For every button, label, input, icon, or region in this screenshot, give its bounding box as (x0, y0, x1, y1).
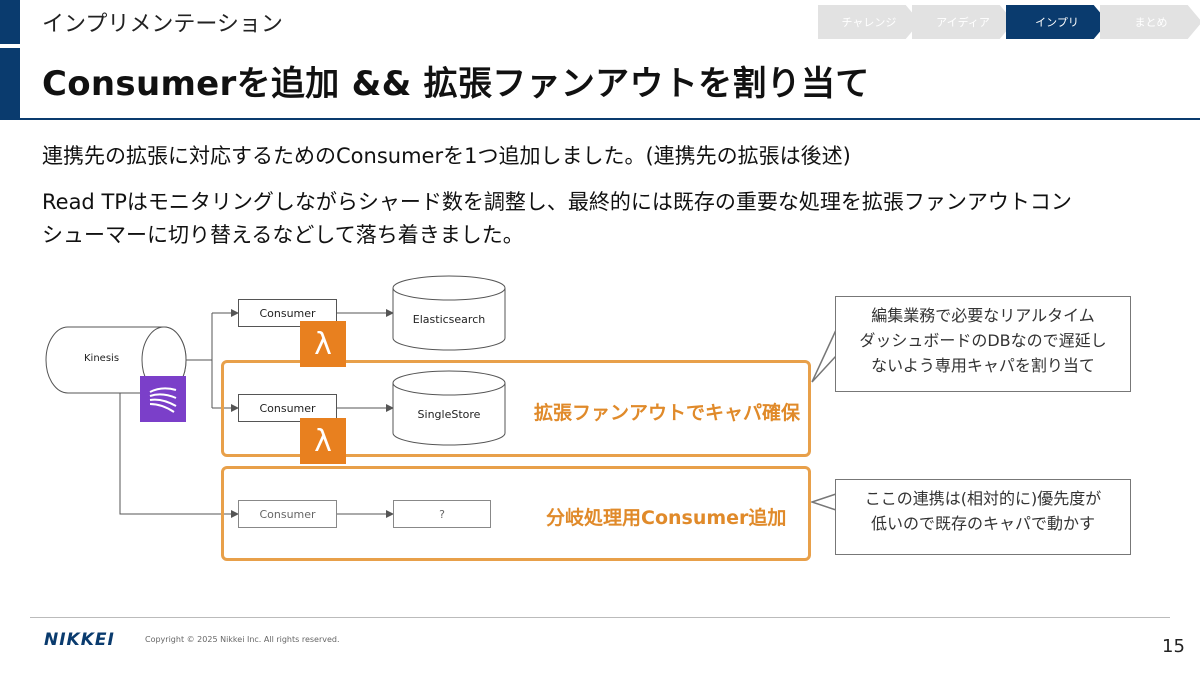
consumer-box-2: Consumer (238, 394, 337, 422)
step-implementation[interactable]: インプリ (1006, 5, 1108, 39)
consumer-box-3: Consumer (238, 500, 337, 528)
callout-realtime-dashboard: 編集業務で必要なリアルタイム ダッシュボードのDBなので遅延し ないよう専用キャ… (835, 296, 1131, 392)
aws-kinesis-icon (140, 376, 186, 422)
header-accent-bar-top (0, 0, 20, 44)
aws-lambda-icon-2: λ (300, 418, 346, 464)
arrow-to-consumer-3 (119, 392, 239, 518)
callout-1-line-3: ないよう専用キャパを割り当て (871, 356, 1095, 375)
callout-2-line-2: 低いので既存のキャパで動かす (870, 514, 1095, 533)
copyright-text: Copyright © 2025 Nikkei Inc. All rights … (145, 635, 340, 644)
footer-divider (30, 617, 1170, 618)
callout-low-priority: ここの連携は(相対的に)優先度が 低いので既存のキャパで動かす (835, 479, 1131, 555)
body-line-2a: Read TPはモニタリングしながらシャード数を調整し、最終的には既存の重要な処… (42, 190, 1072, 214)
body-line-2b: シューマーに切り替えるなどして落ち着きました。 (42, 223, 524, 247)
kinesis-label: Kinesis (84, 353, 120, 364)
header-accent-bar-bottom (0, 48, 20, 118)
page-title: Consumerを追加 && 拡張ファンアウトを割り当て (42, 64, 870, 104)
callout-1-line-1: 編集業務で必要なリアルタイム (871, 306, 1095, 325)
singlestore-cylinder (392, 370, 506, 446)
branch-consumer-group (221, 466, 811, 561)
step-idea[interactable]: アイディア (912, 5, 1014, 39)
step-summary[interactable]: まとめ (1100, 5, 1200, 39)
section-label: インプリメンテーション (42, 12, 283, 37)
callout-1-pointer (811, 329, 837, 383)
callout-2-pointer (809, 493, 837, 511)
title-divider (0, 118, 1200, 120)
fanout-group (221, 360, 811, 457)
elasticsearch-cylinder (392, 275, 506, 351)
progress-stepper: チャレンジ アイディア インプリ まとめ (818, 5, 1200, 39)
step-challenge[interactable]: チャレンジ (818, 5, 920, 39)
elasticsearch-label: Elasticsearch (412, 313, 486, 326)
unknown-target-box: ? (393, 500, 491, 528)
page-number: 15 (1162, 636, 1185, 657)
aws-lambda-icon-1: λ (300, 321, 346, 367)
fanout-group-label: 拡張ファンアウトでキャパ確保 (534, 402, 801, 424)
callout-1-line-2: ダッシュボードのDBなので遅延し (859, 331, 1107, 350)
singlestore-label: SingleStore (417, 408, 481, 421)
callout-2-line-1: ここの連携は(相対的に)優先度が (864, 489, 1102, 508)
branch-group-label: 分岐処理用Consumer追加 (546, 507, 787, 529)
body-line-1: 連携先の拡張に対応するためのConsumerを1つ追加しました。(連携先の拡張は… (42, 144, 851, 168)
nikkei-logo: NIKKEI (44, 630, 115, 650)
